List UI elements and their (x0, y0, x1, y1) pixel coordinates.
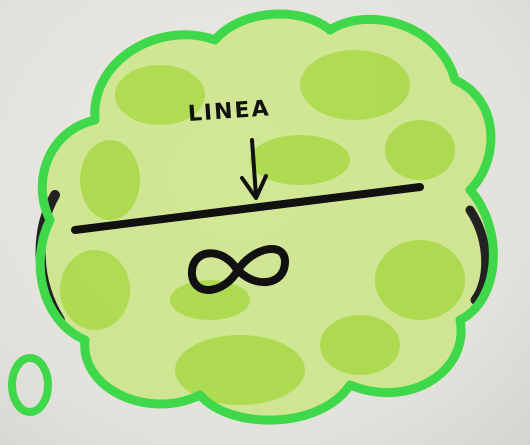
small-thought-bubble (12, 358, 48, 412)
